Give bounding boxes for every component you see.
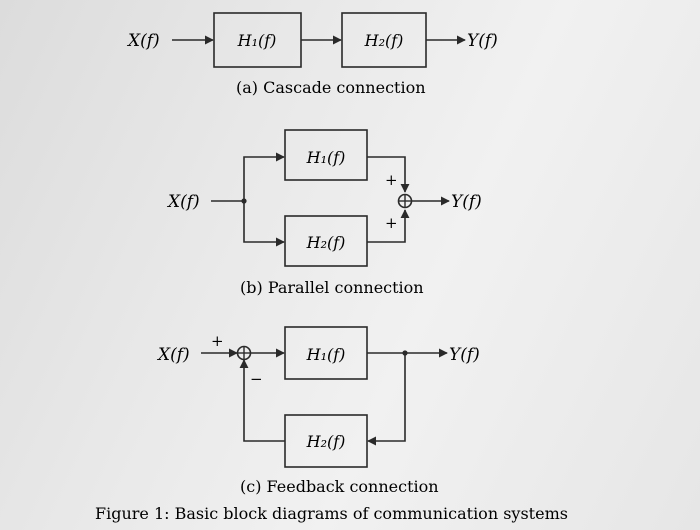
cascade-output-label: Y(f) <box>467 31 498 51</box>
parallel-input-label: X(f) <box>166 192 200 212</box>
parallel-output-label: Y(f) <box>451 192 482 212</box>
feedback-sum-plus: + <box>211 332 224 350</box>
parallel-sum-junction <box>397 193 413 209</box>
caption-b: (b) Parallel connection <box>240 278 424 297</box>
parallel-lower-branch <box>243 201 285 247</box>
parallel-h2-block <box>284 215 368 267</box>
cascade-h2-label: H₂(f) <box>364 31 404 50</box>
parallel-sum-plus-bottom: + <box>385 214 398 232</box>
parallel-h1-label: H₁(f) <box>306 148 346 167</box>
feedback-output-label: Y(f) <box>449 345 480 365</box>
cascade-h1-label: H₁(f) <box>237 31 277 50</box>
cascade-diagram: X(f) H₁(f) H₂(f) Y(f) (a) Cascade connec… <box>126 12 498 97</box>
feedback-diagram: X(f) + H₁(f) Y(f) H₂(f) − (c) Feedback c… <box>156 326 480 496</box>
feedback-path-to-h2 <box>367 353 406 446</box>
parallel-h1-block <box>284 129 368 181</box>
parallel-h2-label: H₂(f) <box>306 233 346 252</box>
feedback-return-path <box>239 359 285 442</box>
caption-a: (a) Cascade connection <box>236 78 426 97</box>
figure-caption: Figure 1: Basic block diagrams of commun… <box>95 504 568 523</box>
feedback-sum-junction <box>236 345 252 361</box>
caption-c: (c) Feedback connection <box>240 477 439 496</box>
feedback-h2-label: H₂(f) <box>306 432 346 451</box>
feedback-h1-label: H₁(f) <box>306 345 346 364</box>
parallel-sum-plus-top: + <box>385 171 398 189</box>
feedback-input-label: X(f) <box>156 345 190 365</box>
feedback-sum-minus: − <box>250 370 263 388</box>
parallel-upper-to-sum <box>367 156 410 193</box>
parallel-diagram: X(f) H₁(f) H₂(f) + + Y(f) (b) Parallel c… <box>166 129 482 297</box>
parallel-lower-to-sum <box>367 209 410 243</box>
cascade-input-label: X(f) <box>126 31 160 51</box>
parallel-upper-branch <box>243 152 285 201</box>
